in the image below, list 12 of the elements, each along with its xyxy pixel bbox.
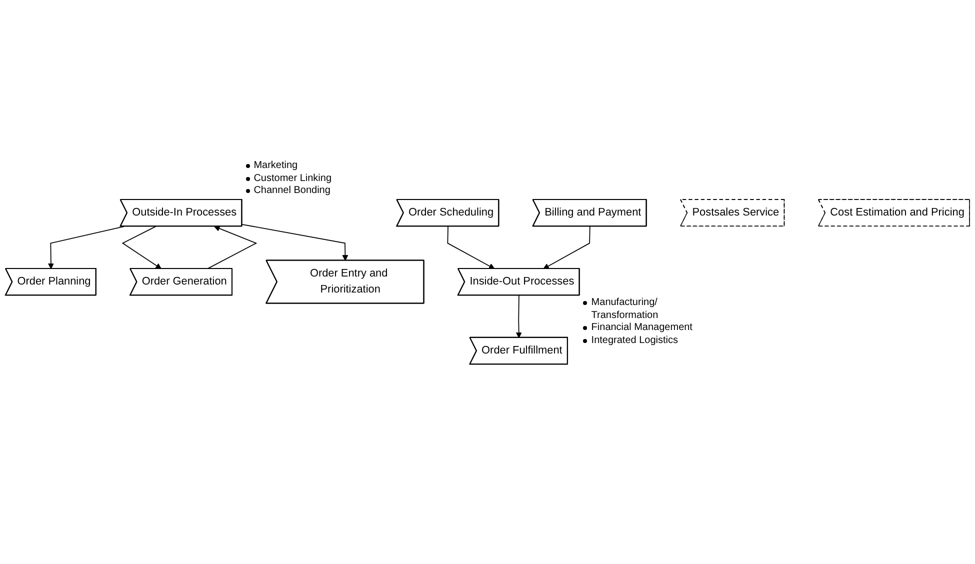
arrow — [447, 226, 495, 270]
bullet-note: Channel Bonding — [254, 185, 330, 198]
arrow — [543, 226, 590, 270]
bullet-note: Integrated Logistics — [591, 334, 678, 348]
arrow — [516, 295, 522, 338]
bullet-note: Manufacturing/ Transformation — [591, 297, 660, 322]
arrow — [206, 226, 258, 270]
arrow — [242, 224, 348, 262]
arrow — [122, 226, 162, 270]
bullet-note: Marketing — [254, 160, 298, 173]
bullet-note: Customer Linking — [254, 172, 332, 186]
bullet-note: Financial Management — [591, 322, 692, 335]
